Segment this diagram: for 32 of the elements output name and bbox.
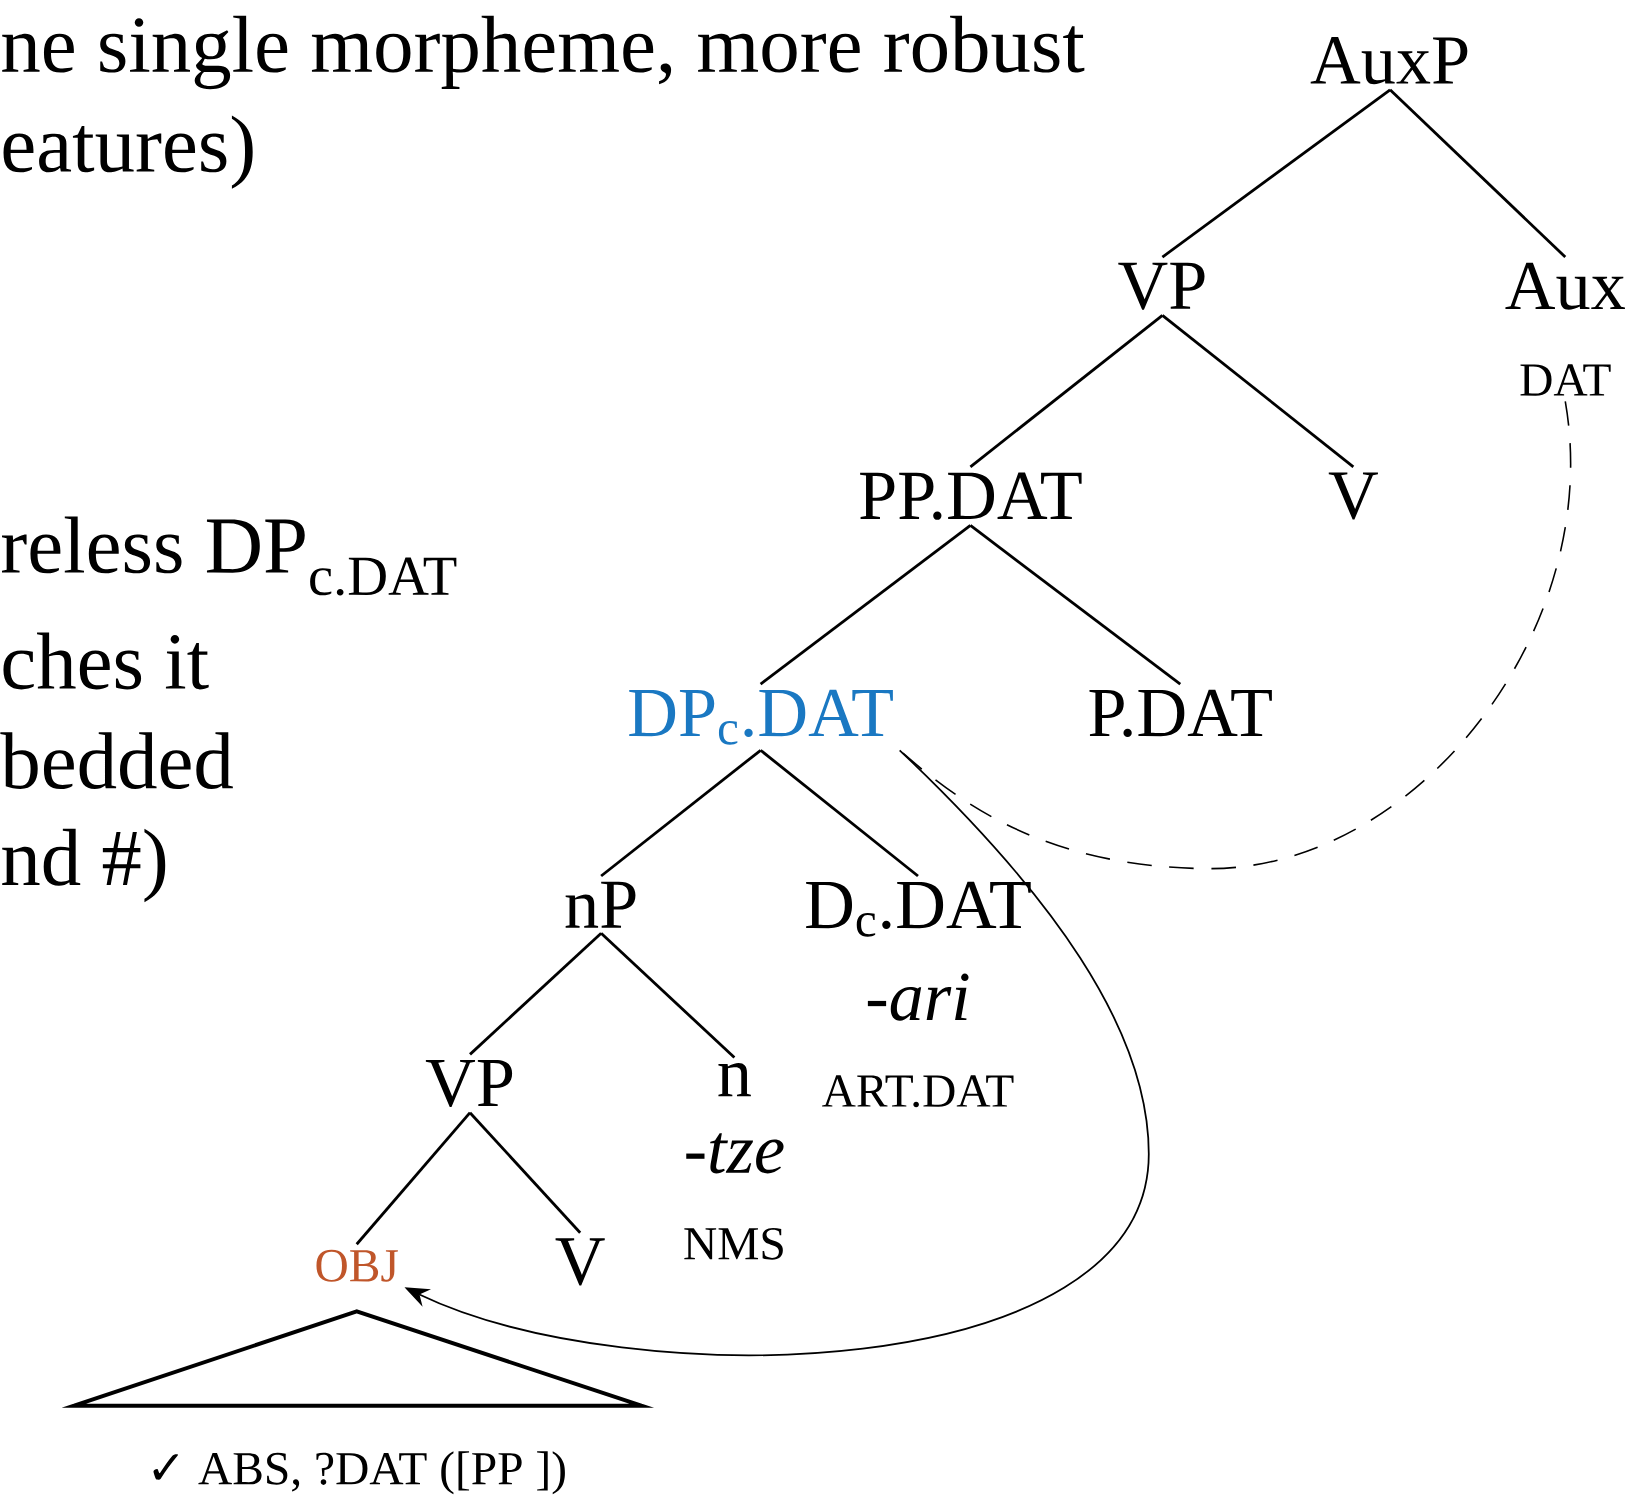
tree-branch xyxy=(468,1112,582,1234)
tree-branch xyxy=(969,524,1182,686)
category-label: nP xyxy=(565,881,636,928)
category-label: D$_{c}$.DAT -ari ART.DAT xyxy=(806,881,1031,1108)
category-label: VP xyxy=(1118,262,1205,310)
category-label: AuxP xyxy=(1310,37,1468,85)
tree-branch xyxy=(1161,88,1391,259)
slide-text: ne single morpheme, more robust xyxy=(2,15,1085,90)
tree-branch xyxy=(1161,314,1355,469)
node-label: ✓ ABS, ?DAT ([PP ]) xyxy=(153,1451,565,1495)
slide-text: reless DP$_{c.DAT}$ xyxy=(2,516,457,596)
tree-branch xyxy=(355,1112,472,1246)
tree-branch xyxy=(469,932,603,1056)
slide-text: ches it xyxy=(3,632,209,690)
slide-text: eatures) xyxy=(3,115,253,189)
category-label: V xyxy=(1328,472,1378,520)
slide-text: nd #) xyxy=(2,829,166,903)
tree-branch xyxy=(1389,89,1567,259)
category-label: VP xyxy=(425,1060,513,1108)
tree-branch xyxy=(759,749,919,878)
slide-text: bedded xyxy=(0,732,233,790)
category-label: P.DAT xyxy=(1089,689,1272,738)
tree-branch xyxy=(600,932,736,1059)
category-label: Aux DAT xyxy=(1505,262,1625,396)
category-label: n -tze NMS xyxy=(684,1063,784,1261)
category-label: DP$_{c}$.DAT xyxy=(629,689,893,745)
tree-branch xyxy=(759,524,972,686)
category-label: OBJ xyxy=(316,1250,398,1282)
category-label: PP.DAT xyxy=(860,472,1082,521)
tree-branch xyxy=(600,749,762,878)
category-label: V xyxy=(555,1238,605,1286)
tree-branch xyxy=(969,314,1164,469)
